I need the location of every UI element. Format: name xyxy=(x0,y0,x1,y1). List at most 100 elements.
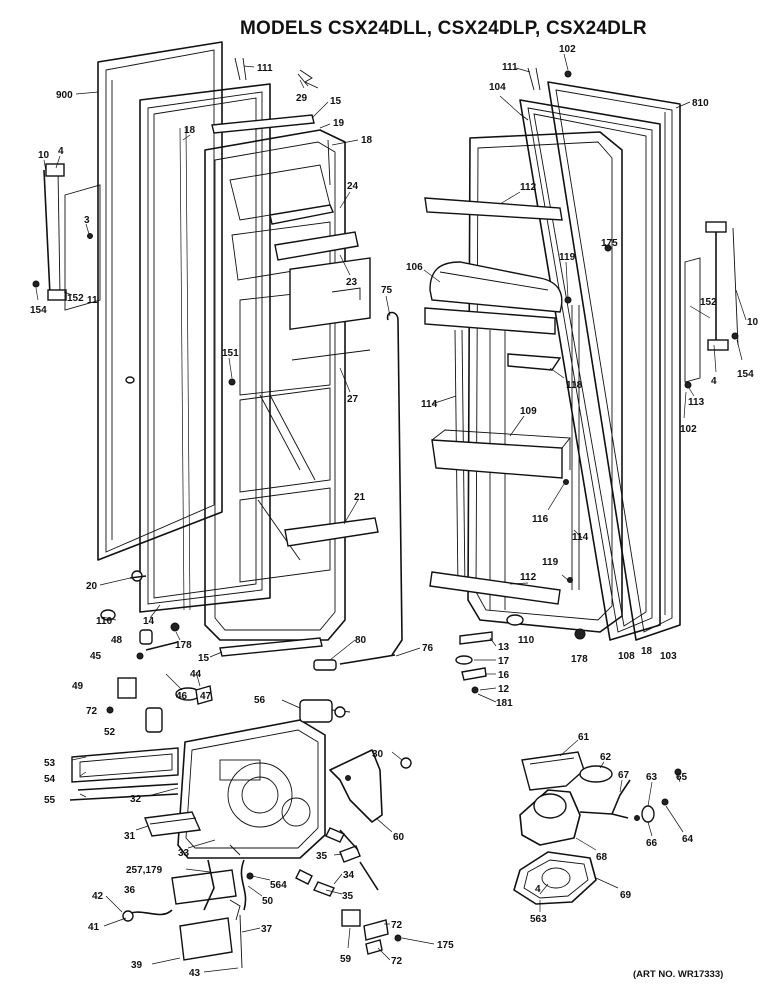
freezer-door-liner xyxy=(204,129,346,641)
callout: 35 xyxy=(316,851,328,862)
callout: 34 xyxy=(343,870,355,881)
art-number: (ART NO. WR17333) xyxy=(633,969,724,980)
fresh-food-door-bins xyxy=(424,197,571,605)
callout: 72 xyxy=(86,706,98,717)
freezer-door-shelves xyxy=(269,204,379,547)
callout: 62 xyxy=(600,752,612,763)
freezer-door-lower-parts xyxy=(100,311,403,671)
callout: 54 xyxy=(44,774,56,785)
callout: 32 xyxy=(130,794,142,805)
callout: 114 xyxy=(421,399,438,410)
callout: 31 xyxy=(124,831,136,842)
callout: 35 xyxy=(342,891,354,902)
callout: 72 xyxy=(391,920,403,931)
freezer-door-hinge-parts xyxy=(32,57,331,611)
freezer-door-misc-parts xyxy=(228,69,361,386)
callout: 4 xyxy=(711,376,717,387)
callout: 29 xyxy=(296,93,308,104)
dispenser-motor xyxy=(299,699,351,723)
callout: 175 xyxy=(601,238,618,249)
callout: 114 xyxy=(572,532,589,543)
callout: 75 xyxy=(381,285,393,296)
callout: 53 xyxy=(44,758,56,769)
dispenser-lower-parts xyxy=(122,827,379,969)
callout: 110 xyxy=(518,635,535,646)
callout: 900 xyxy=(56,90,73,101)
callout: 564 xyxy=(270,880,287,891)
callout: 154 xyxy=(737,369,754,380)
callout: 103 xyxy=(660,651,677,662)
callout: 17 xyxy=(498,656,510,667)
callout: 33 xyxy=(178,848,190,859)
callout: 151 xyxy=(222,348,239,359)
callout: 65 xyxy=(676,772,688,783)
fresh-food-door-outer-panel xyxy=(547,81,681,641)
callout: 16 xyxy=(498,670,510,681)
callout: 104 xyxy=(489,82,506,93)
freezer-door-outer-panel xyxy=(97,41,223,561)
callout: 152 xyxy=(67,293,84,304)
callout: 67 xyxy=(618,770,630,781)
callout: 116 xyxy=(532,514,549,525)
callout: 61 xyxy=(578,732,590,743)
callout: 39 xyxy=(131,960,143,971)
callout: 63 xyxy=(646,772,658,783)
callout: 152 xyxy=(700,297,717,308)
callout: 23 xyxy=(346,277,358,288)
callout: 12 xyxy=(498,684,510,695)
callout: 118 xyxy=(566,380,583,391)
callout: 112 xyxy=(520,182,537,193)
callout: 45 xyxy=(90,651,102,662)
callout: 10 xyxy=(38,150,50,161)
callout: 20 xyxy=(86,581,98,592)
callout: 108 xyxy=(618,651,635,662)
callout: 113 xyxy=(688,397,705,408)
callout: 110 xyxy=(96,616,113,627)
callout: 810 xyxy=(692,98,709,109)
callout: 14 xyxy=(143,616,155,627)
fresh-food-door-lower-parts xyxy=(455,296,586,694)
callout: 18 xyxy=(641,646,653,657)
callout: 10 xyxy=(747,317,759,328)
callout: 68 xyxy=(596,852,608,863)
callout: 60 xyxy=(393,832,405,843)
callout: 24 xyxy=(347,181,359,192)
callout: 119 xyxy=(542,557,559,568)
callout: 13 xyxy=(498,642,510,653)
callout: 66 xyxy=(646,838,658,849)
leader-lines xyxy=(35,53,747,973)
callout: 111 xyxy=(257,63,273,74)
callout: 102 xyxy=(559,44,576,55)
dispenser-side-bracket xyxy=(329,749,412,955)
callout: 47 xyxy=(200,691,212,702)
callout: 154 xyxy=(30,305,47,316)
callout: 18 xyxy=(361,135,373,146)
callout: 257,179 xyxy=(126,865,163,876)
callout: 106 xyxy=(406,262,423,273)
callout: 4 xyxy=(58,146,64,157)
callout: 175 xyxy=(437,940,454,951)
callout: 72 xyxy=(391,956,403,967)
dispenser-front-parts xyxy=(69,629,213,837)
fresh-food-door-hinge-parts xyxy=(519,67,739,389)
callout: 30 xyxy=(372,749,384,760)
callout: 49 xyxy=(72,681,84,692)
callout: 18 xyxy=(184,125,196,136)
callout: 4 xyxy=(535,884,541,895)
callout: 178 xyxy=(175,640,192,651)
callout: 15 xyxy=(198,653,210,664)
fresh-food-door-gasket xyxy=(519,99,661,641)
callout: 55 xyxy=(44,795,56,806)
callout: 21 xyxy=(354,492,366,503)
callout: 44 xyxy=(190,669,202,680)
callout: 109 xyxy=(520,406,537,417)
callout: 64 xyxy=(682,834,694,845)
callout: 102 xyxy=(680,424,697,435)
part-callouts: 900 111 29 15 19 18 18 10 4 3 152 154 11… xyxy=(30,44,759,979)
diagram-title: MODELS CSX24DLL, CSX24DLP, CSX24DLR xyxy=(240,18,647,39)
callout: 111 xyxy=(502,62,518,73)
callout: 52 xyxy=(104,727,116,738)
callout: 76 xyxy=(422,643,434,654)
callout: 59 xyxy=(340,954,352,965)
callout: 563 xyxy=(530,914,547,925)
